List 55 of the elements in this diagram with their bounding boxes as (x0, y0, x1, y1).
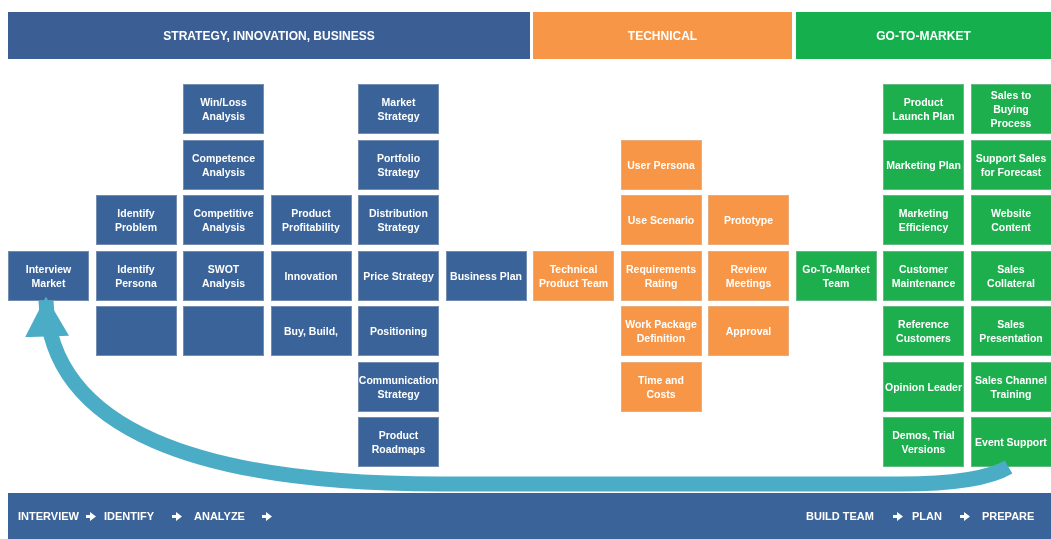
step-label: IDENTIFY (104, 510, 155, 523)
task-box: Go-To-Market Team (795, 250, 877, 301)
task-box: Win/Loss Analysis (183, 84, 264, 134)
task-box: Identify Problem (95, 195, 177, 245)
step-label: BUILD TEAM (806, 510, 874, 523)
cycle-arrow (28, 296, 1012, 492)
task-box: Positioning (358, 306, 439, 356)
task-box: Technical Product Team (533, 250, 614, 301)
task-box: Product Roadmaps (358, 417, 439, 467)
task-box: Market Strategy (358, 84, 439, 134)
task-box: Innovation (270, 250, 352, 301)
step-label: PLAN (912, 510, 942, 523)
task-box: Website Content (970, 195, 1051, 245)
task-box: Sales to Buying Process (970, 84, 1051, 134)
task-box: Portfolio Strategy (358, 139, 439, 190)
task-box: Sales Collateral (970, 250, 1051, 301)
section-header: STRATEGY, INNOVATION, BUSINESS (8, 12, 530, 59)
task-box: Interview Market (8, 250, 89, 301)
section-header: TECHNICAL (533, 12, 792, 59)
task-box: Product Profitability (270, 195, 352, 245)
task-box: Business Plan (445, 250, 527, 301)
task-box: Demos, Trial Versions (883, 417, 964, 467)
task-box: Marketing Efficiency (883, 195, 964, 245)
task-box: Time and Costs (620, 361, 702, 412)
task-box: Reference Customers (883, 306, 964, 356)
step-label: PREPARE (982, 510, 1035, 523)
step-label: INTERVIEW (18, 510, 79, 523)
task-box: Customer Maintenance (883, 250, 964, 301)
task-box: Work Package Definition (620, 306, 702, 356)
task-box: Requirements Rating (620, 250, 702, 301)
task-box: Prototype (708, 195, 789, 245)
step-label: ANALYZE (194, 510, 245, 523)
task-box: Sales Presentation (970, 306, 1051, 356)
task-box: Support Sales for Forecast (970, 139, 1051, 190)
task-box: Distribution Strategy (358, 195, 439, 245)
task-box: Buy, Build, (270, 306, 352, 356)
task-box: Review Meetings (708, 250, 789, 301)
empty-box (95, 306, 177, 356)
task-box: Opinion Leader (883, 361, 964, 412)
task-box: Product Launch Plan (883, 84, 964, 134)
task-box: Identify Persona (95, 250, 177, 301)
task-box: Event Support (970, 417, 1051, 467)
task-box: Competitive Analysis (183, 195, 264, 245)
process-band (8, 493, 1051, 539)
task-box: Use Scenario (620, 195, 702, 245)
task-box: Sales Channel Training (970, 361, 1051, 412)
empty-box (183, 306, 264, 356)
section-header: GO-TO-MARKET (796, 12, 1051, 59)
task-box: Approval (708, 306, 789, 356)
task-box: Marketing Plan (883, 139, 964, 190)
task-box: SWOT Analysis (183, 250, 264, 301)
task-box: User Persona (620, 139, 702, 190)
task-box: Price Strategy (358, 250, 439, 301)
task-box: Competence Analysis (183, 139, 264, 190)
task-box: Communication Strategy (358, 361, 439, 412)
